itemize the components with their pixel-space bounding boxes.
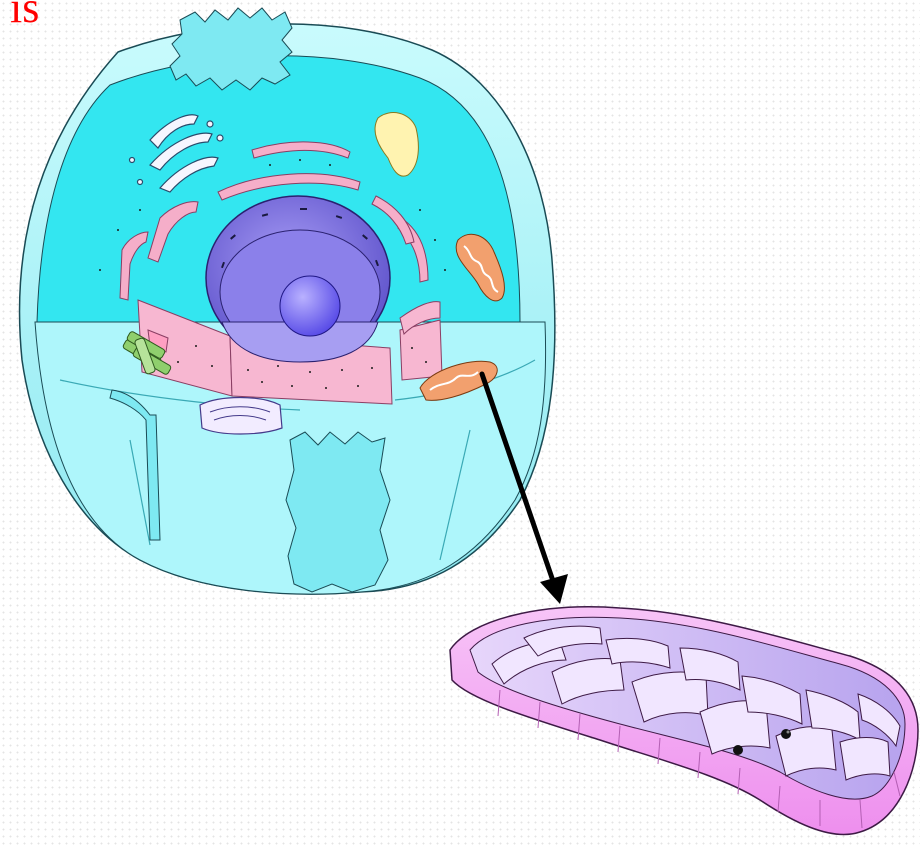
nucleolus bbox=[280, 276, 340, 336]
animal-cell-icon bbox=[20, 8, 555, 594]
nucleus bbox=[206, 196, 390, 362]
membrane-protein-bottom bbox=[286, 432, 390, 592]
vesicle bbox=[200, 398, 282, 435]
mitochondrion-icon bbox=[450, 607, 918, 835]
